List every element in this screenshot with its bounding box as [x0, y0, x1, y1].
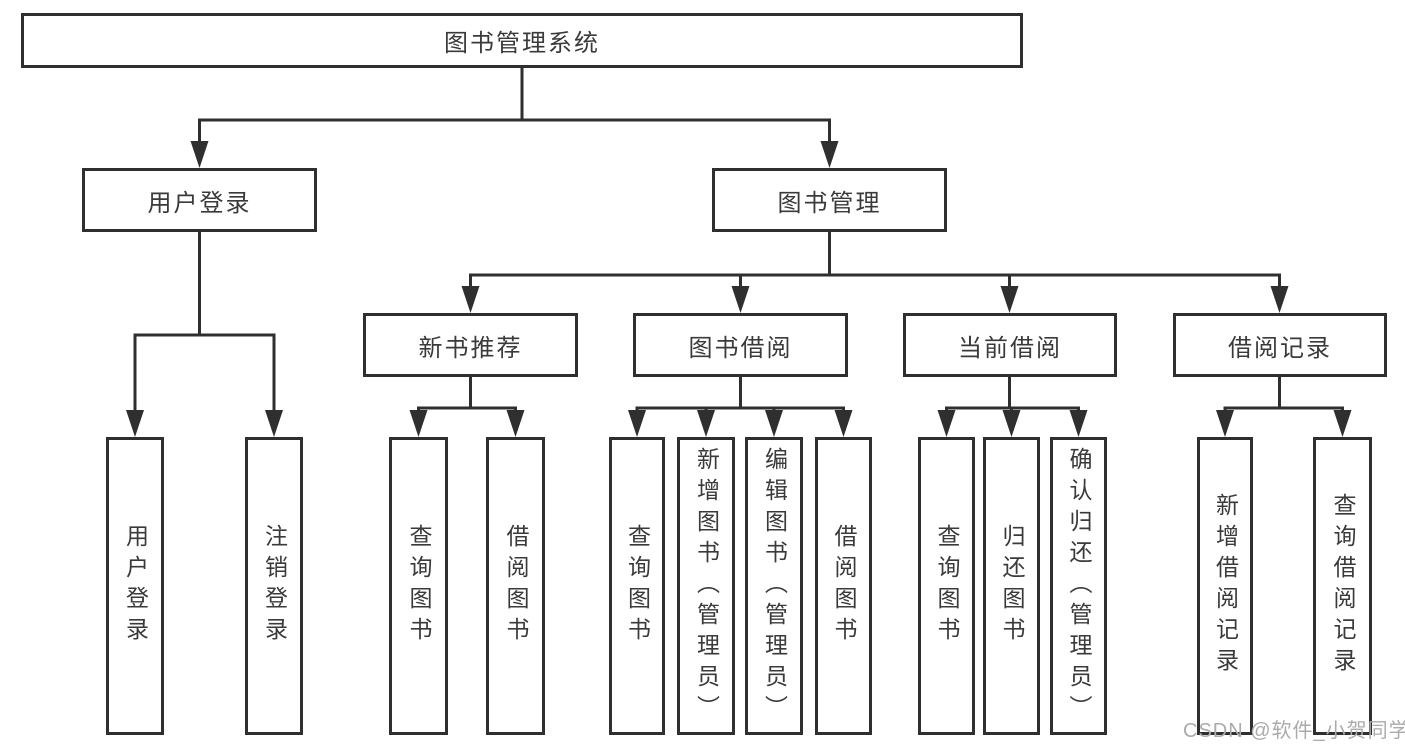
- node-label: 新书推荐: [418, 334, 523, 362]
- arrowhead: [1270, 286, 1289, 313]
- node-label: 用户登录: [147, 189, 252, 217]
- node-label: 确认归还（管理员）: [1066, 446, 1092, 726]
- node-label: 借阅记录: [1228, 334, 1332, 362]
- node-add-book-admin: 新增图书（管理员）: [677, 437, 735, 735]
- node-new-book-recommend: 新书推荐: [363, 313, 578, 377]
- node-borrow-books-borrowing: 借阅图书: [815, 437, 872, 735]
- arrowhead: [1069, 410, 1088, 437]
- node-borrowing-records: 借阅记录: [1173, 313, 1387, 377]
- node-book-management: 图书管理: [712, 168, 947, 232]
- arrowhead: [731, 286, 750, 313]
- node-user-login-branch: 用户登录: [82, 168, 317, 232]
- watermark: CSDN @软件_小贺同学: [1183, 720, 1405, 742]
- node-book-borrowing: 图书借阅: [633, 313, 848, 377]
- arrowhead: [834, 410, 853, 437]
- arrowhead: [1000, 286, 1019, 313]
- arrowhead: [506, 410, 525, 437]
- node-logout: 注销登录: [245, 437, 303, 735]
- arrowhead: [190, 141, 209, 168]
- arrowhead: [1333, 410, 1352, 437]
- node-root: 图书管理系统: [21, 13, 1023, 68]
- connector-book-mgmt-crossbar: [469, 273, 1281, 291]
- node-label: 新增借阅记录: [1212, 493, 1239, 679]
- node-label: 查询图书: [624, 524, 651, 648]
- arrowhead: [697, 410, 715, 437]
- connector-borrow-records-crossbar: [1223, 406, 1344, 416]
- arrowhead: [265, 410, 283, 437]
- node-label: 编辑图书（管理员）: [761, 446, 788, 726]
- node-label: 图书管理: [777, 189, 882, 217]
- arrowhead: [1216, 410, 1234, 437]
- node-label: 注销登录: [261, 524, 288, 648]
- node-edit-book-admin: 编辑图书（管理员）: [745, 437, 803, 735]
- arrowhead: [409, 410, 428, 437]
- node-label: 当前借阅: [958, 334, 1062, 362]
- arrowhead: [937, 410, 956, 437]
- node-search-borrow-record: 查询借阅记录: [1313, 437, 1372, 735]
- arrowhead: [126, 410, 144, 437]
- node-borrow-books-recommend: 借阅图书: [486, 437, 545, 735]
- node-search-books-borrowing: 查询图书: [609, 437, 665, 735]
- connector-user-login-crossbar: [133, 333, 276, 415]
- arrowhead: [820, 141, 839, 168]
- node-return-book: 归还图书: [983, 437, 1040, 735]
- arrowhead: [765, 410, 783, 437]
- arrowhead: [1002, 410, 1021, 437]
- node-label: 归还图书: [999, 524, 1025, 648]
- arrowhead: [628, 410, 646, 437]
- node-user-login: 用户登录: [106, 437, 164, 735]
- connector-root-crossbar: [198, 118, 831, 146]
- arrowhead: [461, 286, 480, 313]
- node-label: 用户登录: [122, 524, 149, 648]
- node-label: 借阅图书: [831, 524, 857, 648]
- node-label: 图书借阅: [688, 334, 793, 362]
- node-label: 查询图书: [406, 524, 432, 648]
- node-search-books-current: 查询图书: [918, 437, 975, 735]
- node-label: 图书管理系统: [444, 30, 600, 57]
- connector-new-books-crossbar: [417, 406, 517, 416]
- connector-book-borrow-crossbar: [635, 406, 845, 416]
- node-confirm-return-admin: 确认归还（管理员）: [1050, 437, 1107, 735]
- node-current-borrowing: 当前借阅: [903, 313, 1117, 377]
- node-search-books-recommend: 查询图书: [389, 437, 448, 735]
- node-label: 新增图书（管理员）: [693, 446, 720, 726]
- node-label: 查询借阅记录: [1330, 493, 1356, 679]
- node-add-borrow-record: 新增借阅记录: [1197, 437, 1253, 735]
- node-label: 查询图书: [934, 524, 960, 648]
- node-label: 借阅图书: [503, 524, 529, 648]
